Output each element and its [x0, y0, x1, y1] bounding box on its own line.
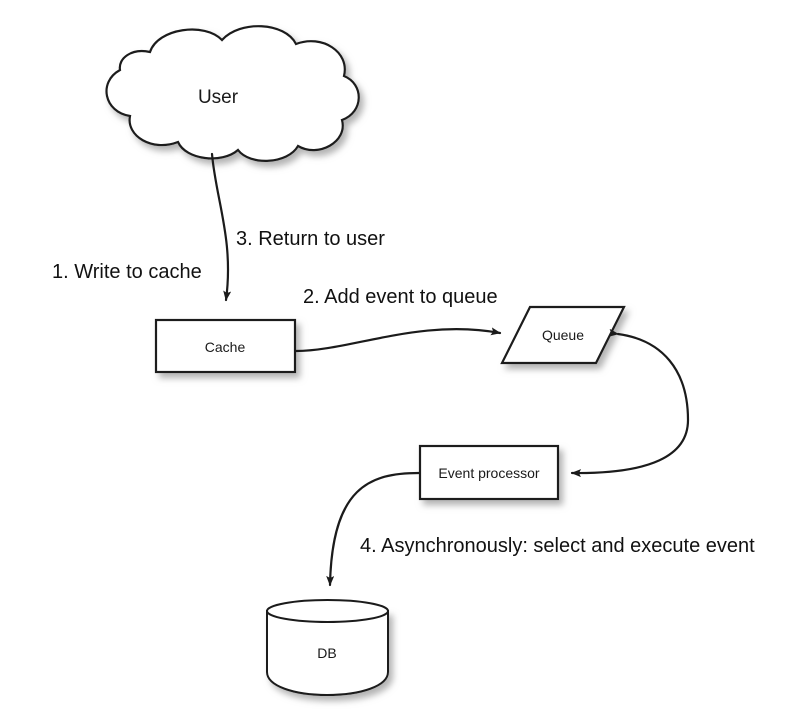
- event-processor-shape: [418, 444, 560, 501]
- node-db-label: DB: [317, 645, 336, 661]
- step-label-3: 3. Return to user: [236, 228, 385, 250]
- db-cylinder-top: [266, 599, 389, 623]
- edge-event-processor-to-db: [326, 471, 421, 587]
- step-label-2: 2. Add event to queue: [303, 286, 498, 308]
- edge-user-to-cache: [210, 152, 232, 302]
- step-label-1: 1. Write to cache: [52, 261, 202, 283]
- step-label-4: 4. Asynchronously: select and execute ev…: [360, 535, 755, 557]
- node-queue[interactable]: Queue: [500, 305, 626, 365]
- node-event-processor-label: Event processor: [438, 465, 539, 481]
- edge-queue-event-processor-loop: [570, 328, 690, 478]
- edge-cache-to-queue: [294, 327, 502, 353]
- node-queue-label: Queue: [542, 327, 584, 343]
- node-cache[interactable]: Cache: [154, 318, 297, 374]
- node-event-processor[interactable]: Event processor: [418, 444, 560, 501]
- cache-shape: [154, 318, 297, 374]
- db-cylinder-body: [266, 610, 389, 697]
- cloud-shape: [105, 25, 360, 162]
- node-db[interactable]: DB: [266, 599, 389, 697]
- node-user[interactable]: User: [105, 25, 360, 162]
- node-user-label: User: [198, 87, 239, 108]
- node-cache-label: Cache: [205, 339, 246, 355]
